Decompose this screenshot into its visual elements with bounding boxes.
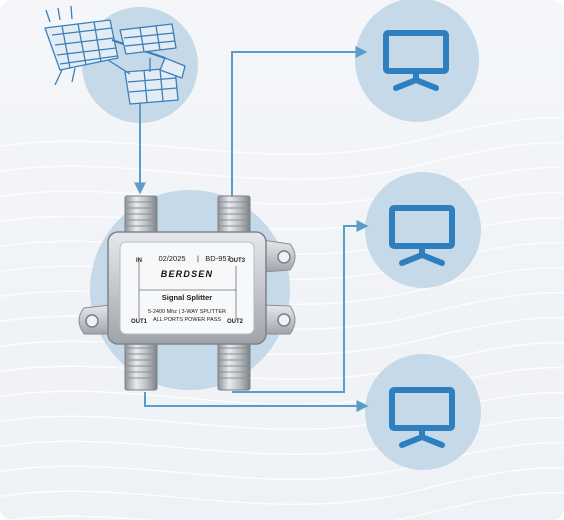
line-out3-to-tv-top (231, 46, 368, 196)
signal-lines (134, 46, 369, 412)
background-contours (0, 116, 564, 520)
tv-icon (389, 205, 455, 266)
tv-icon (383, 30, 449, 91)
port-in-label: IN (136, 258, 142, 264)
line-out1-to-tv-bottom (144, 392, 369, 412)
separator: | (197, 254, 199, 263)
tv-circle-top (355, 0, 479, 122)
tv-circle-bottom (365, 354, 481, 470)
brand-logo: BERDSEN (160, 269, 214, 279)
spec-line-2: ALL PORTS POWER PASS (152, 317, 222, 323)
tv-circle-middle (365, 172, 481, 288)
port-out2-label: OUT2 (226, 319, 243, 325)
line-out2-to-tv-middle (232, 220, 369, 393)
device-title: Signal Splitter (161, 293, 213, 302)
spec-line-1: 5-2400 Mhz | 3-WAY SPLITTER (147, 309, 227, 315)
tv-icon (389, 387, 455, 448)
splitter-device (78, 195, 296, 391)
port-out3-label: OUT3 (228, 258, 245, 264)
antenna-icon (44, 5, 186, 105)
date-code: 02/2025 (158, 254, 186, 263)
model-number: BD-957 (205, 254, 231, 263)
port-out1-label: OUT1 (130, 319, 147, 325)
